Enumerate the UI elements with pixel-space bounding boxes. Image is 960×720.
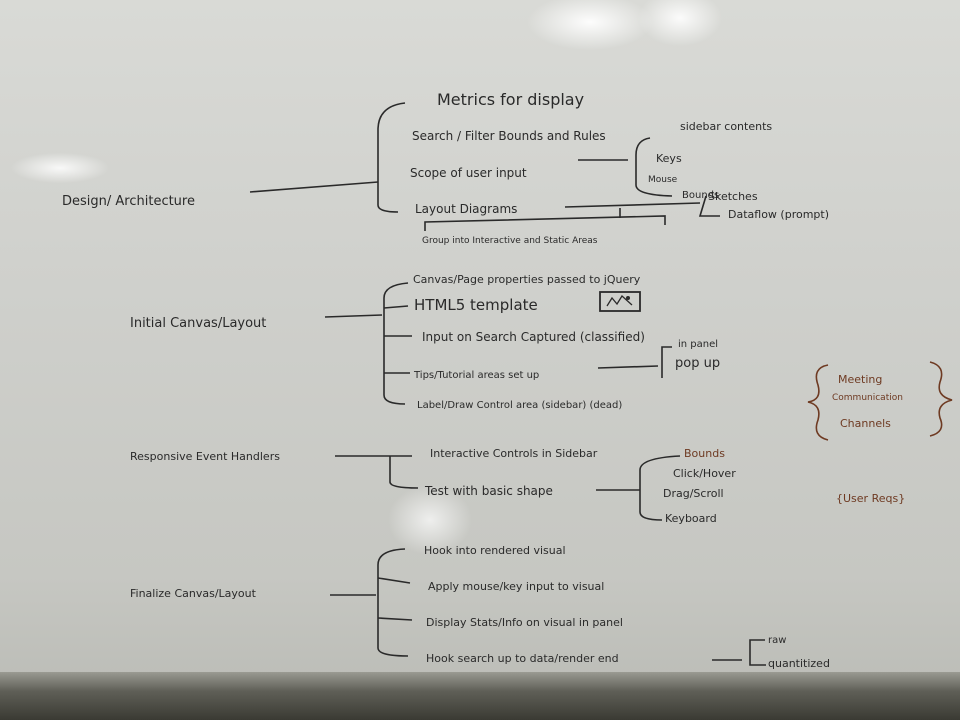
scope-item-keys: Keys [656, 152, 682, 165]
group-bracket [424, 215, 666, 231]
meeting-brace-right [929, 361, 953, 437]
test-item-drag: Drag/Scroll [663, 487, 724, 500]
responsive-item-test: Test with basic shape [424, 484, 553, 498]
design-scope: Scope of user input [410, 166, 527, 180]
note-meeting: Meeting [838, 373, 882, 386]
hook-item-raw: raw [768, 635, 786, 646]
responsive-item-controls: Interactive Controls in Sidebar [430, 447, 598, 460]
scope-item-sidebar: sidebar contents [680, 120, 772, 133]
initial-connector [324, 314, 383, 318]
design-group: Group into Interactive and Static Areas [422, 236, 598, 246]
finalize-item-display-stats: Display Stats/Info on visual in panel [426, 616, 623, 629]
finalize-item-hook-visual: Hook into rendered visual [424, 544, 566, 557]
finalize-root: Finalize Canvas/Layout [130, 587, 257, 600]
note-channels: Channels [840, 417, 891, 430]
finalize-item-hook-search: Hook search up to data/render end [426, 652, 619, 665]
marker-tray [0, 672, 960, 720]
initial-item-canvas-props: Canvas/Page properties passed to jQuery [413, 273, 641, 286]
tips-brace [661, 346, 672, 378]
layout-brace [698, 195, 720, 217]
scope-item-mouse: Mouse [648, 175, 678, 185]
scope-brace [635, 137, 673, 197]
hook-brace [749, 639, 766, 666]
hook-item-quantitized: quantitized [768, 657, 830, 670]
initial-item-input-search: Input on Search Captured (classified) [422, 330, 645, 344]
note-communication: Communication [832, 393, 903, 403]
meeting-brace-left [807, 364, 829, 441]
design-root: Design/ Architecture [62, 194, 195, 209]
test-item-bounds: Bounds [684, 447, 725, 460]
initial-item-tips: Tips/Tutorial areas set up [413, 370, 539, 381]
note-user-reqs: {User Reqs} [836, 492, 905, 505]
design-brace [377, 102, 406, 213]
initial-item-html5: HTML5 template [414, 296, 538, 314]
initial-brace [383, 282, 409, 405]
design-metrics: Metrics for display [437, 90, 584, 109]
finalize-branch-ticks [377, 577, 413, 621]
layout-connector [564, 202, 701, 208]
sketch-icon [599, 291, 641, 312]
initial-branch-ticks [383, 305, 412, 374]
finalize-brace [377, 548, 409, 657]
initial-item-label-draw: Label/Draw Control area (sidebar) (dead) [417, 400, 622, 411]
scope-item-bounds: Bounds [682, 190, 719, 201]
tips-connector [597, 365, 659, 369]
tips-item-panel: in panel [678, 339, 718, 350]
responsive-root: Responsive Event Handlers [130, 450, 280, 463]
finalize-item-apply-input: Apply mouse/key input to visual [428, 580, 604, 593]
layout-item-sketches: Sketches [708, 190, 758, 203]
layout-item-dataflow: Dataflow (prompt) [728, 208, 829, 221]
initial-root: Initial Canvas/Layout [130, 316, 266, 331]
design-connector [249, 181, 379, 193]
test-item-click: Click/Hover [673, 467, 736, 480]
tips-item-popup: pop up [675, 356, 720, 371]
test-brace [639, 455, 681, 521]
design-layout: Layout Diagrams [415, 202, 517, 216]
responsive-brace [383, 455, 419, 489]
design-search-filter: Search / Filter Bounds and Rules [412, 129, 606, 143]
test-item-keyboard: Keyboard [665, 512, 717, 525]
